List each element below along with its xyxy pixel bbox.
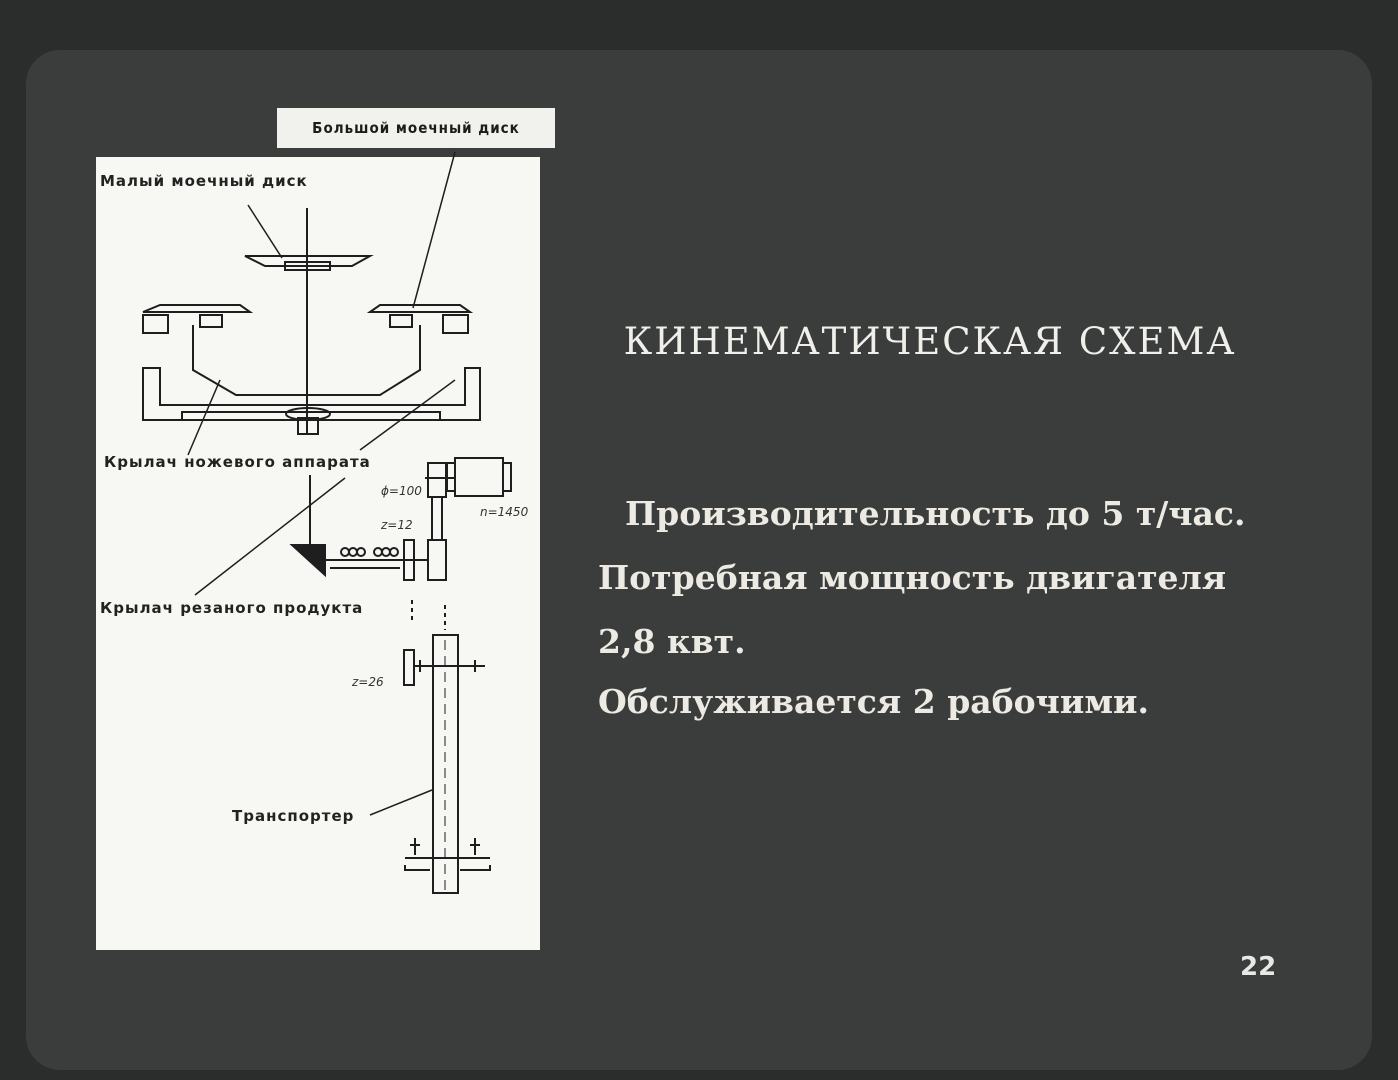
info-line-productivity: Производительность до 5 т/час. bbox=[625, 494, 1246, 533]
label-conveyor: Транспортер bbox=[232, 807, 355, 825]
label-cut-product-impeller: Крылач резаного продукта bbox=[100, 599, 364, 617]
label-big-washing-disc: Большой моечный диск bbox=[277, 108, 555, 148]
page-number: 22 bbox=[1240, 952, 1277, 982]
annotation-gear-z26: z=26 bbox=[352, 675, 384, 689]
label-small-washing-disc: Малый моечный диск bbox=[100, 172, 308, 190]
annotation-motor-rpm: n=1450 bbox=[480, 505, 529, 519]
info-line-power-value: 2,8 квт. bbox=[598, 622, 746, 661]
annotation-gear-z12: z=12 bbox=[381, 518, 413, 532]
annotation-pulley-diameter: ϕ=100 bbox=[381, 484, 422, 498]
info-line-operators: Обслуживается 2 рабочими. bbox=[598, 682, 1149, 721]
info-line-power: Потребная мощность двигателя bbox=[598, 558, 1227, 597]
label-knife-impeller: Крылач ножевого аппарата bbox=[104, 453, 371, 471]
slide-title: КИНЕМАТИЧЕСКАЯ СХЕМА bbox=[623, 320, 1237, 363]
